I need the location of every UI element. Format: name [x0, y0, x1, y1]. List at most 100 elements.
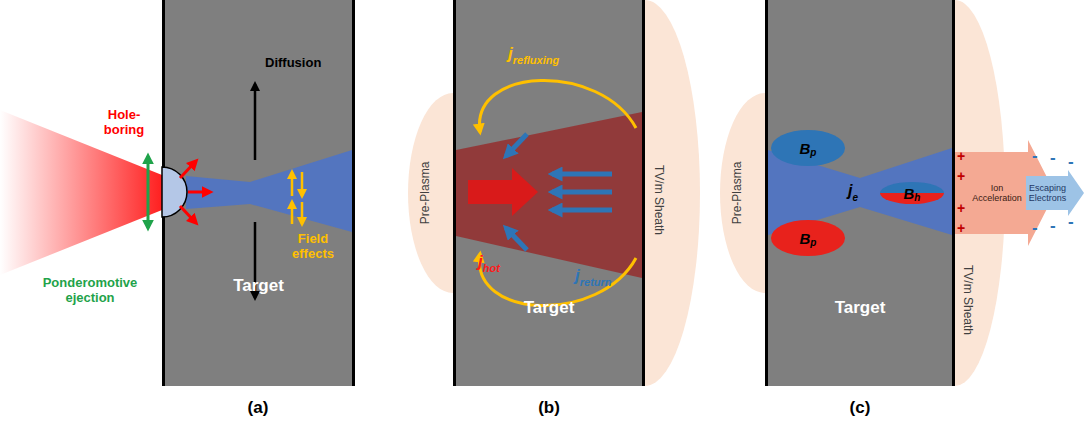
- region-label: TV/m Sheath: [961, 265, 975, 335]
- charge-sign: -: [1068, 152, 1074, 172]
- label-text: -: [1068, 212, 1074, 231]
- hot-electron-beam: [456, 112, 642, 278]
- charge-sign: -: [1050, 148, 1056, 168]
- field-label: Bh: [880, 182, 944, 204]
- panel-label: (b): [529, 398, 569, 418]
- target-slab: TargetBpBpBh: [765, 0, 955, 386]
- field-subscript: p: [810, 147, 816, 158]
- field-subscript: h: [914, 192, 920, 203]
- region-shape: [408, 93, 453, 293]
- target-edge: [952, 0, 955, 386]
- charge-sign: +: [957, 200, 965, 216]
- label-text: Field effects: [292, 231, 334, 261]
- refluxing-arrow: [479, 80, 636, 132]
- return-current-arrow: [552, 208, 612, 213]
- field-label: Bp: [771, 220, 845, 256]
- target-slab: Target: [162, 0, 355, 386]
- field-symbol: B: [800, 230, 811, 247]
- label-text: j: [478, 252, 483, 271]
- arrow-shape: [1026, 170, 1084, 216]
- arrow-label-box: Escaping Electrons: [1027, 176, 1068, 210]
- region-shape: [645, 0, 700, 386]
- charge-sign: +: [957, 220, 965, 236]
- panel-label: (c): [840, 398, 880, 418]
- pre-plasma-region: Pre-Plasma: [408, 93, 453, 293]
- process-label: Diffusion: [265, 56, 321, 71]
- charge-sign: -: [1068, 212, 1074, 232]
- process-label: Hole-boring: [98, 108, 150, 138]
- charge-sign: -: [1032, 218, 1038, 238]
- field-arrow: [301, 172, 304, 196]
- magnetic-field-lobe: Bh: [880, 182, 944, 204]
- field-symbol: B: [800, 140, 811, 157]
- label-text: +: [957, 200, 965, 216]
- charge-sign: -: [1032, 146, 1038, 166]
- target-slab: [453, 0, 645, 386]
- target-label: Target: [765, 298, 955, 318]
- escaping-electrons-arrow: Escaping Electrons: [1026, 170, 1084, 216]
- hole-boring-arrow: [180, 206, 196, 223]
- field-symbol: B: [904, 185, 915, 202]
- hot-current-arrow: [468, 168, 538, 216]
- label-text: -: [1068, 152, 1074, 171]
- electron-beam: [186, 150, 352, 232]
- target-slab: [765, 0, 955, 386]
- pre-plasma-region: Pre-Plasma: [720, 93, 765, 293]
- field-arrow: [301, 202, 304, 224]
- label-text: Ponderomotive ejection: [43, 275, 138, 305]
- field-lobe-shape: [771, 130, 845, 166]
- label-text: +: [957, 220, 965, 236]
- label-text: (a): [248, 398, 269, 417]
- target-edge: [765, 0, 768, 386]
- label-text: j: [575, 266, 580, 285]
- label-text: -: [1050, 148, 1056, 167]
- label-text: -: [1050, 216, 1056, 235]
- label-text: j: [508, 44, 513, 63]
- arrow-label-box: Ion Acceleration: [967, 152, 1027, 234]
- arrow-label: Escaping Electrons: [1027, 183, 1068, 204]
- magnetic-field-lobe: Bp: [771, 220, 845, 256]
- subscript: return: [580, 276, 612, 288]
- field-lobe-top: [880, 182, 944, 193]
- return-current-arrow: [552, 190, 612, 195]
- field-arrow: [291, 202, 294, 224]
- current-label: jrefluxing: [508, 44, 559, 64]
- process-label: Ponderomotive ejection: [30, 276, 150, 306]
- process-label: Field effects: [283, 232, 343, 262]
- magnetic-field-lobe: Bp: [771, 130, 845, 166]
- region-label: Pre-Plasma: [730, 162, 744, 225]
- label-text: +: [957, 148, 965, 164]
- target-label: Target: [453, 298, 645, 318]
- field-lobe-shape: [771, 220, 845, 256]
- refluxing-arrow: [479, 254, 636, 306]
- field-subscript: p: [810, 237, 816, 248]
- subscript: hot: [483, 262, 500, 274]
- field-arrow: [291, 172, 294, 196]
- current-label: je: [848, 182, 858, 200]
- label-text: +: [957, 168, 965, 184]
- charge-sign: -: [1050, 216, 1056, 236]
- label-text: j: [848, 182, 852, 199]
- sheath-region: TV/m Sheath: [645, 0, 700, 386]
- target-edge: [642, 0, 645, 386]
- label-text: Hole-boring: [104, 107, 144, 137]
- arrow-label: Ion Acceleration: [967, 183, 1027, 204]
- field-label: Bp: [771, 130, 845, 166]
- region-label: Pre-Plasma: [418, 162, 432, 225]
- label-text: (b): [538, 398, 560, 417]
- subscript: refluxing: [513, 54, 559, 66]
- return-current-arrow: [552, 172, 612, 177]
- target-edge: [453, 0, 456, 386]
- return-current-arrow: [506, 228, 527, 250]
- charge-sign: +: [957, 168, 965, 184]
- label-text: Diffusion: [265, 55, 321, 70]
- panel-label: (a): [238, 398, 278, 418]
- return-current-arrow: [506, 134, 527, 156]
- subscript: e: [852, 192, 858, 203]
- label-text: -: [1032, 218, 1038, 237]
- target-label: Target: [162, 276, 355, 296]
- current-label: jhot: [478, 252, 500, 272]
- current-label: jreturn: [575, 266, 612, 286]
- target-edge: [352, 0, 355, 386]
